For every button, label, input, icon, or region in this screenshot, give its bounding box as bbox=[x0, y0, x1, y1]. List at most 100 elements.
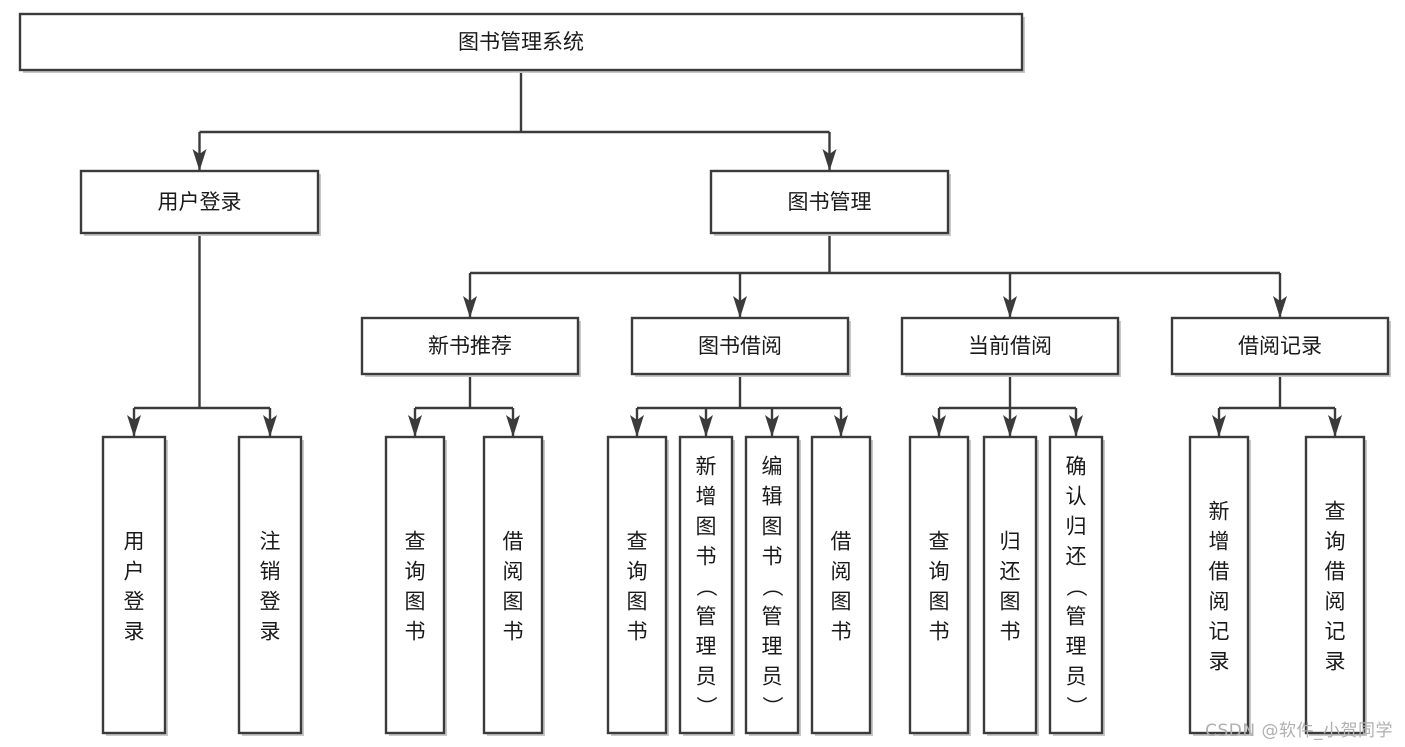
node-label-char: 理 bbox=[1066, 634, 1087, 658]
arrow-head-icon bbox=[192, 149, 207, 171]
node-label-char: 书 bbox=[503, 619, 524, 643]
edge-group-new-book-rec bbox=[408, 374, 520, 437]
arrow-head-icon bbox=[1069, 415, 1083, 437]
node-label: 图书借阅 bbox=[698, 334, 782, 358]
node-new-book-rec[interactable]: 新书推荐 bbox=[360, 316, 581, 377]
node-label-char: 书 bbox=[831, 619, 852, 643]
node-label-char: 借 bbox=[831, 529, 852, 553]
arrow-head-icon bbox=[733, 296, 747, 318]
node-label: 新书推荐 bbox=[428, 334, 512, 358]
arrow-head-icon bbox=[463, 296, 477, 318]
node-label-char: 录 bbox=[1209, 649, 1230, 673]
node-label-char: 查 bbox=[929, 529, 950, 553]
node-label: 用户登录 bbox=[158, 190, 242, 214]
edge-group-root bbox=[192, 70, 837, 171]
node-label-char: ） bbox=[1064, 696, 1088, 717]
node-label-char: 录 bbox=[1325, 649, 1346, 673]
node-borrow-record[interactable]: 借阅记录 bbox=[1170, 316, 1391, 377]
node-label-char: 书 bbox=[929, 619, 950, 643]
node-label-char: 用 bbox=[124, 529, 145, 553]
node-label-char: 书 bbox=[696, 544, 717, 568]
arrow-head-icon bbox=[1273, 296, 1287, 318]
node-label-char: 登 bbox=[124, 589, 145, 613]
node-label: 当前借阅 bbox=[968, 334, 1052, 358]
node-label-char: 书 bbox=[405, 619, 426, 643]
node-label-char: 销 bbox=[260, 559, 281, 583]
node-label-char: 新 bbox=[696, 454, 717, 478]
arrow-head-icon bbox=[127, 415, 141, 437]
node-label-char: 归 bbox=[1000, 529, 1021, 553]
node-label-char: 图 bbox=[929, 589, 950, 613]
node-label-char: 增 bbox=[1209, 529, 1230, 553]
node-label-char: 借 bbox=[1325, 559, 1346, 583]
node-label-char: 图 bbox=[762, 514, 783, 538]
node-label-char: 借 bbox=[1209, 559, 1230, 583]
node-label-char: 阅 bbox=[831, 559, 852, 583]
arrow-head-icon bbox=[408, 415, 422, 437]
node-label-char: 管 bbox=[1066, 604, 1087, 628]
node-user-login[interactable]: 用户登录 bbox=[79, 169, 321, 236]
node-label-char: 图 bbox=[405, 589, 426, 613]
edge-group-current-borrow bbox=[932, 374, 1083, 437]
node-label: 图书管理系统 bbox=[458, 30, 584, 54]
arrow-head-icon bbox=[506, 415, 520, 437]
node-label-char: （ bbox=[760, 576, 784, 597]
node-label-char: 记 bbox=[1209, 619, 1230, 643]
node-label-char: 管 bbox=[696, 604, 717, 628]
arrow-head-icon bbox=[263, 415, 277, 437]
node-label-char: ） bbox=[694, 696, 718, 717]
node-label-char: 借 bbox=[503, 529, 524, 553]
node-label-char: ） bbox=[760, 696, 784, 717]
node-label-char: 还 bbox=[1066, 544, 1087, 568]
node-label-char: 图 bbox=[696, 514, 717, 538]
arrow-head-icon bbox=[1003, 296, 1017, 318]
node-leaf-user-login[interactable]: 用户登录 bbox=[101, 435, 168, 736]
node-label-char: 录 bbox=[260, 619, 281, 643]
node-label-char: 记 bbox=[1325, 619, 1346, 643]
node-label-char: 员 bbox=[696, 664, 717, 688]
node-label-char: 理 bbox=[762, 634, 783, 658]
node-label-char: 管 bbox=[762, 604, 783, 628]
node-root[interactable]: 图书管理系统 bbox=[18, 12, 1025, 73]
node-label-char: 辑 bbox=[762, 484, 783, 508]
node-label: 借阅记录 bbox=[1238, 334, 1322, 358]
node-label: 图书管理 bbox=[788, 190, 872, 214]
node-label-char: 图 bbox=[627, 589, 648, 613]
arrow-head-icon bbox=[834, 415, 848, 437]
arrow-head-icon bbox=[1003, 415, 1017, 437]
arrow-head-icon bbox=[630, 415, 644, 437]
edge-group-book-manage bbox=[463, 233, 1287, 318]
node-label-char: 员 bbox=[1066, 664, 1087, 688]
node-label-char: 书 bbox=[1000, 619, 1021, 643]
node-label-char: 书 bbox=[627, 619, 648, 643]
node-label-char: 增 bbox=[696, 484, 717, 508]
node-current-borrow[interactable]: 当前借阅 bbox=[900, 316, 1121, 377]
node-book-manage[interactable]: 图书管理 bbox=[709, 169, 951, 236]
node-label-char: 阅 bbox=[503, 559, 524, 583]
arrow-head-icon bbox=[1212, 415, 1226, 437]
node-label-char: 编 bbox=[762, 454, 783, 478]
node-label-char: 阅 bbox=[1325, 589, 1346, 613]
arrow-head-icon bbox=[932, 415, 946, 437]
node-label-char: （ bbox=[1064, 576, 1088, 597]
arrow-head-icon bbox=[699, 415, 713, 437]
node-label-char: 员 bbox=[762, 664, 783, 688]
arrow-head-icon bbox=[1328, 415, 1342, 437]
node-label-char: 确 bbox=[1066, 454, 1087, 478]
node-label-char: 户 bbox=[124, 559, 145, 583]
node-label-char: 图 bbox=[831, 589, 852, 613]
node-book-borrow[interactable]: 图书借阅 bbox=[630, 316, 851, 377]
